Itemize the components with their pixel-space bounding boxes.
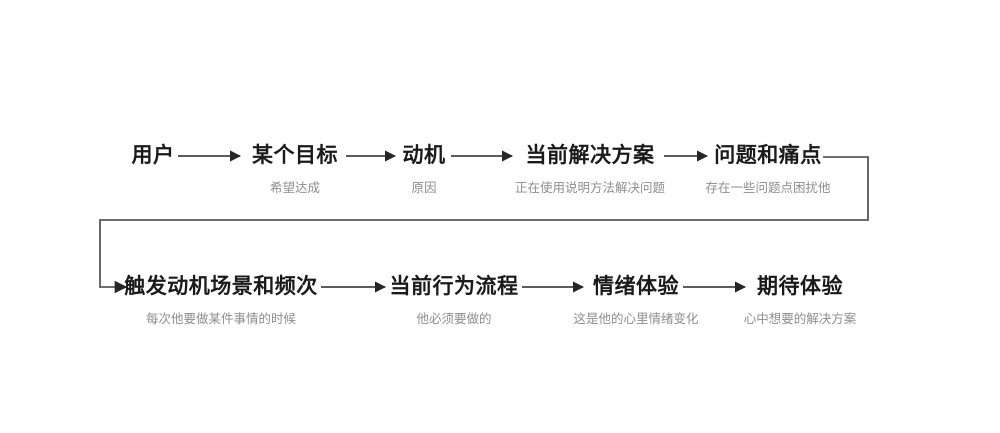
- node-subtitle: 原因: [411, 180, 437, 195]
- node-title: 期待体验: [756, 274, 843, 298]
- node-title: 当前行为流程: [389, 274, 519, 298]
- node-subtitle: 这是他的心里情绪变化: [573, 311, 699, 326]
- node-subtitle: 存在一些问题点困扰他: [705, 180, 831, 195]
- node-subtitle: 他必须要做的: [416, 311, 492, 326]
- flow-node-motivation: 动机 原因: [403, 141, 446, 197]
- node-subtitle: 心中想要的解决方案: [743, 311, 857, 326]
- flow-node-goal: 某个目标 希望达成: [252, 141, 338, 197]
- node-title: 某个目标: [252, 143, 338, 167]
- node-title: 用户: [131, 143, 175, 167]
- flow-node-current-behavior-flow: 当前行为流程 他必须要做的: [390, 272, 519, 328]
- node-title: 动机: [402, 143, 446, 167]
- node-title: 情绪体验: [592, 274, 679, 298]
- flow-node-expected-experience: 期待体验 心中想要的解决方案: [744, 272, 857, 328]
- flow-node-trigger-scene-frequency: 触发动机场景和频次 每次他要做某件事情的时候: [124, 272, 318, 328]
- node-title: 当前解决方案: [525, 143, 655, 167]
- node-subtitle: 正在使用说明方法解决问题: [514, 180, 666, 195]
- node-subtitle: 希望达成: [269, 180, 320, 195]
- node-title: 触发动机场景和频次: [124, 274, 318, 298]
- flow-node-user: 用户: [132, 141, 175, 170]
- flow-node-pain-points: 问题和痛点 存在一些问题点困扰他: [705, 141, 830, 197]
- flow-node-emotional-experience: 情绪体验 这是他的心里情绪变化: [573, 272, 698, 328]
- node-title: 问题和痛点: [714, 143, 822, 167]
- node-subtitle: 每次他要做某件事情的时候: [145, 311, 296, 326]
- flow-node-current-solution: 当前解决方案 正在使用说明方法解决问题: [515, 141, 665, 197]
